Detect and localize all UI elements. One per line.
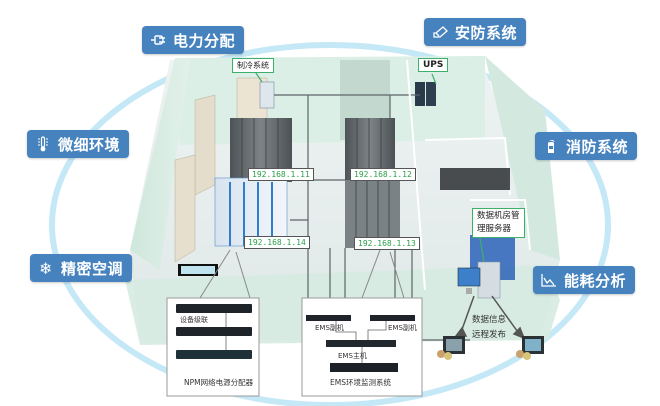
rack-ip-label: 192.168.1.11 [248, 168, 314, 181]
fire-extinguisher-icon [543, 138, 559, 154]
badge-micro-environment[interactable]: 微细环境 [27, 130, 130, 158]
pointer-ems [361, 249, 405, 299]
pointer-npm [199, 249, 251, 299]
rack-ip-label: 192.168.1.13 [354, 237, 420, 250]
npm-cascade-label: 设备级联 [180, 316, 208, 324]
thermometer-icon [35, 136, 51, 152]
snowflake-icon: ❄ [39, 258, 53, 278]
ems-sub-2 [370, 315, 415, 321]
pointer-ups [431, 73, 437, 85]
power-plug-icon [150, 32, 166, 48]
floor-vent-glass [181, 266, 215, 274]
rack-ip-label: 192.168.1.14 [244, 236, 310, 249]
server-rack-group-4 [345, 180, 400, 248]
badge-label: 安防系统 [455, 23, 518, 42]
badge-label: 精密空调 [61, 259, 124, 278]
rack-ip-label: 192.168.1.12 [350, 168, 416, 181]
cooling-unit [259, 81, 275, 109]
npm-box-title: NPM网络电源分配器 [184, 378, 254, 387]
remote-line-1: 数据信息 [472, 315, 507, 325]
badge-precision-ac[interactable]: ❄ 精密空调 [30, 254, 133, 282]
pdu-3 [176, 350, 252, 359]
room-left-wall [130, 58, 190, 270]
server-rack-group-3 [214, 177, 288, 247]
remote-publish-label: 数据信息 远程发布 [472, 313, 506, 343]
ems-display [330, 363, 398, 372]
ups-unit [415, 82, 436, 106]
callout-cooling-system: 制冷系统 [232, 58, 274, 73]
ems-main-label: EMS主机 [338, 352, 367, 360]
npm-detail-box [166, 297, 260, 397]
callout-line-1: 数据机房管 [477, 211, 520, 221]
ems-main [326, 340, 396, 347]
badge-label: 能耗分析 [564, 271, 627, 290]
management-server [457, 261, 501, 299]
ems-sub2-label: EMS副机 [388, 324, 417, 332]
remote-line-2: 远程发布 [472, 330, 507, 340]
callout-management-server: 数据机房管 理服务器 [472, 208, 525, 238]
remote-client-2 [516, 336, 544, 360]
callout-line-2: 理服务器 [477, 224, 512, 234]
pointer-mgmt [479, 237, 485, 263]
badge-label: 电力分配 [173, 31, 236, 50]
integration-ring [49, 42, 611, 406]
ems-detail-box [301, 297, 423, 397]
badge-power-distribution[interactable]: 电力分配 [142, 26, 245, 54]
badge-security[interactable]: 安防系统 [424, 18, 527, 46]
badge-energy-analysis[interactable]: 能耗分析 [533, 266, 636, 294]
remote-client-1 [437, 336, 465, 360]
ems-box-title: EMS环境监测系统 [330, 378, 391, 387]
energy-chart-icon [541, 272, 557, 288]
ems-sub1-label: EMS副机 [315, 324, 344, 332]
ems-sub-1 [306, 315, 351, 321]
room-right-wall [485, 56, 560, 260]
security-camera-icon [432, 24, 448, 40]
badge-label: 微细环境 [58, 135, 121, 154]
pdu-2 [176, 327, 252, 336]
badge-label: 消防系统 [566, 137, 629, 156]
callout-ups: UPS [418, 58, 449, 72]
office-desk [440, 168, 510, 190]
pdu-1 [176, 304, 252, 313]
badge-fire-protection[interactable]: 消防系统 [535, 132, 638, 160]
